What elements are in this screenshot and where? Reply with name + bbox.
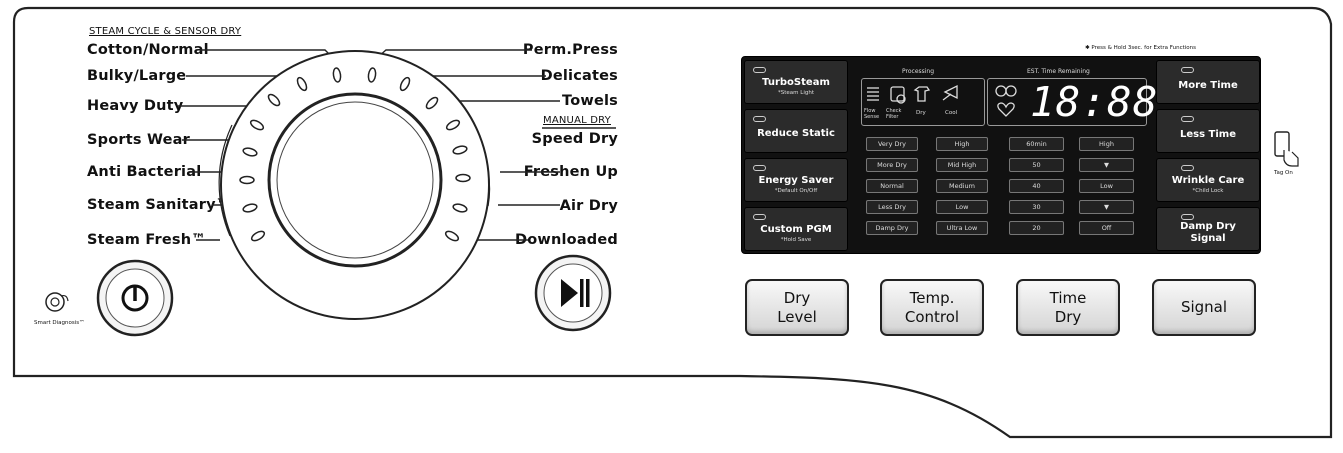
- smart-diagnosis-icon[interactable]: [42, 288, 72, 318]
- smart-diagnosis-label: Smart Diagnosis™: [34, 320, 85, 326]
- flow-sense-icon: [867, 87, 879, 101]
- temp-high: High: [936, 137, 988, 151]
- status-flow-sense: Flow Sense: [864, 108, 880, 120]
- status-cool: Cool: [945, 110, 958, 116]
- less-time-button[interactable]: Less Time: [1156, 109, 1260, 153]
- more-time-button[interactable]: More Time: [1156, 60, 1260, 104]
- cycle-label-bulky-large: Bulky/Large: [87, 68, 187, 84]
- turbosteam-indicator: [753, 67, 766, 73]
- dry-level-less-dry: Less Dry: [866, 200, 918, 214]
- temp-mid-high: Mid High: [936, 158, 988, 172]
- cycle-label-anti-bacterial: Anti Bacterial: [87, 164, 202, 180]
- custom-pgm-indicator: [753, 214, 766, 220]
- steam-cycle-header: STEAM CYCLE & SENSOR DRY: [89, 26, 242, 37]
- cycle-label-air-dry: Air Dry: [559, 198, 618, 214]
- signal-low: Low: [1079, 179, 1134, 193]
- cycle-label-freshen-up: Freshen Up: [523, 164, 618, 180]
- dry-level-more-dry: More Dry: [866, 158, 918, 172]
- temp-low: Low: [936, 200, 988, 214]
- more-time-indicator: [1181, 67, 1194, 73]
- power-icon: [121, 284, 149, 312]
- signal-arrow-2: ▼: [1079, 200, 1134, 214]
- dry-icon: [913, 86, 931, 102]
- time-display-box: [987, 78, 1147, 126]
- time-dry-button[interactable]: Time Dry: [1016, 279, 1120, 336]
- cool-icon: [942, 84, 958, 101]
- cycle-label-steam-fresh: Steam Fresh™: [87, 232, 206, 248]
- cycle-label-steam-sanitary: Steam Sanitary™: [87, 197, 231, 213]
- time-20: 20: [1009, 221, 1064, 235]
- signal-high: High: [1079, 137, 1134, 151]
- wrinkle-care-indicator: [1181, 165, 1194, 171]
- press-hold-note: ✱ Press & Hold 3sec. for Extra Functions: [1085, 45, 1196, 51]
- cycle-label-heavy-duty: Heavy Duty: [87, 98, 184, 114]
- wrinkle-care-button[interactable]: Wrinkle Care *Child Lock: [1156, 158, 1260, 202]
- damp-dry-signal-indicator: [1181, 214, 1194, 220]
- check-filter-icon: [890, 86, 906, 104]
- temp-ultra-low: Ultra Low: [936, 221, 988, 235]
- status-icons: [867, 84, 958, 104]
- est-time-label: EST. Time Remaining: [1027, 68, 1090, 75]
- cycle-label-delicates: Delicates: [540, 68, 618, 84]
- reduce-static-button[interactable]: Reduce Static: [744, 109, 848, 153]
- energy-saver-indicator: [753, 165, 766, 171]
- status-dry: Dry: [916, 110, 926, 116]
- time-status-icons: [995, 85, 1017, 117]
- cycle-label-perm-press: Perm.Press: [522, 42, 618, 58]
- power-button[interactable]: [85, 248, 185, 348]
- tag-on-label: Tag On: [1274, 170, 1293, 176]
- reduce-static-indicator: [753, 116, 766, 122]
- dry-level-normal: Normal: [866, 179, 918, 193]
- wrinkle-care-icon: [995, 85, 1017, 97]
- cycle-label-towels: Towels: [562, 93, 618, 109]
- less-time-indicator: [1181, 116, 1194, 122]
- manual-dry-header: MANUAL DRY: [543, 115, 611, 126]
- cycle-label-speed-dry: Speed Dry: [531, 131, 618, 147]
- temp-medium: Medium: [936, 179, 988, 193]
- time-40: 40: [1009, 179, 1064, 193]
- signal-arrow-1: ▼: [1079, 158, 1134, 172]
- signal-off: Off: [1079, 221, 1134, 235]
- processing-label: Processing: [902, 68, 935, 75]
- damp-dry-signal-button[interactable]: Damp Dry Signal: [1156, 207, 1260, 251]
- time-60min: 60min: [1009, 137, 1064, 151]
- tag-on-icon[interactable]: [1272, 130, 1302, 170]
- play-pause-icon: [561, 279, 590, 307]
- time-remaining-digits: 18:88: [1030, 78, 1159, 126]
- cycle-label-downloaded: Downloaded: [514, 232, 618, 248]
- signal-button[interactable]: Signal: [1152, 279, 1256, 336]
- time-30: 30: [1009, 200, 1064, 214]
- status-icons-box: [861, 78, 985, 126]
- status-check-filter: Check Filter: [886, 108, 902, 120]
- child-lock-heart-icon: [997, 102, 1015, 117]
- start-pause-button[interactable]: [528, 248, 618, 338]
- dry-level-button[interactable]: Dry Level: [745, 279, 849, 336]
- turbosteam-button[interactable]: TurboSteam *Steam Light: [744, 60, 848, 104]
- dry-level-very-dry: Very Dry: [866, 137, 918, 151]
- cycle-label-cotton-normal: Cotton/Normal: [87, 42, 209, 58]
- time-50: 50: [1009, 158, 1064, 172]
- energy-saver-button[interactable]: Energy Saver *Default On/Off: [744, 158, 848, 202]
- custom-pgm-button[interactable]: Custom PGM *Hold Save: [744, 207, 848, 251]
- cycle-label-sports-wear: Sports Wear: [87, 132, 190, 148]
- temp-control-button[interactable]: Temp. Control: [880, 279, 984, 336]
- dry-level-damp-dry: Damp Dry: [866, 221, 918, 235]
